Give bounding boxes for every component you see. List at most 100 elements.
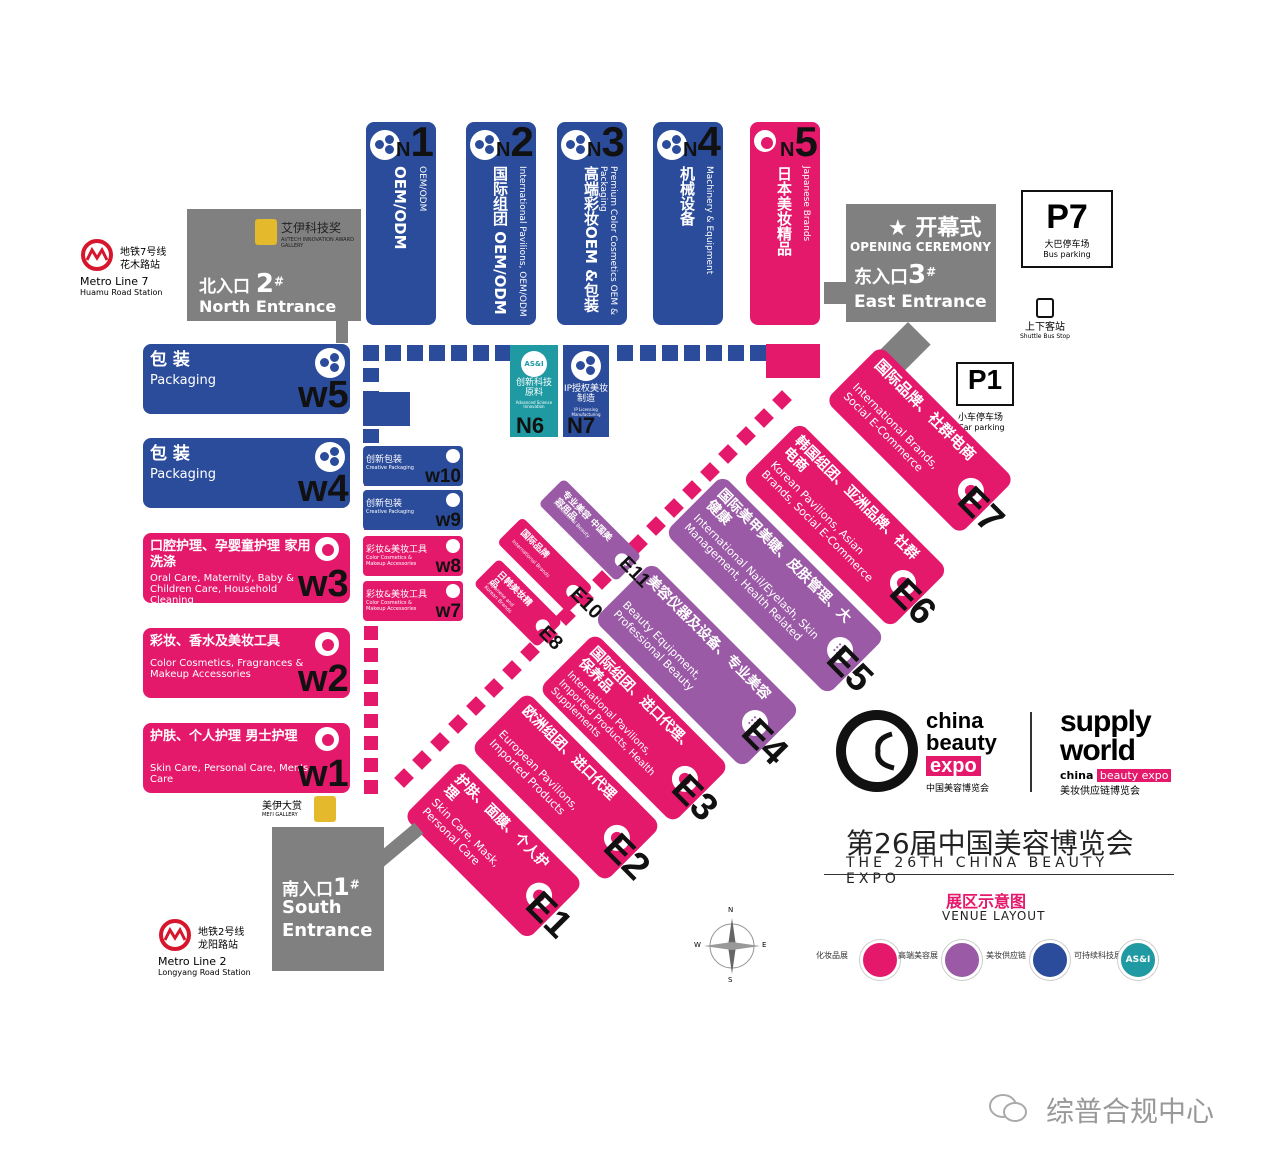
- compass-rose-icon: [704, 918, 760, 974]
- legend-item: 高端美容展: [898, 940, 994, 986]
- metro-line-7: 地铁7号线 花木路站 Metro Line 7 Huamu Road Stati…: [80, 238, 190, 298]
- supply-world-logo-icon: [561, 130, 591, 160]
- wechat-icon: [989, 1094, 1027, 1122]
- walkway-block: [718, 444, 738, 464]
- walkway-block: [364, 714, 378, 728]
- supply-world-logo: supply world china beauty expo 美妆供应链博览会: [1060, 707, 1190, 798]
- hall-number: N5: [780, 118, 818, 165]
- walkway-block: [495, 345, 511, 361]
- north-entrance-connector: [336, 321, 348, 343]
- asi-badge-icon: AS&I: [521, 351, 547, 377]
- legend-badge-icon: AS&I: [1118, 940, 1158, 980]
- hall-n7[interactable]: IP授权美妆制造 IP Licensing Manufacturing N7: [563, 345, 609, 438]
- cbe-mark-icon: [836, 710, 918, 792]
- walkway-block: [364, 626, 378, 640]
- walkway-block: [451, 345, 467, 361]
- walkway-block: [640, 345, 656, 361]
- hall-number: N3: [587, 118, 625, 165]
- gallery-logo-icon: [314, 796, 336, 822]
- walkway-block: [364, 736, 378, 750]
- walkway-block: [394, 768, 414, 788]
- hall-logo-icon: [446, 493, 460, 507]
- venue-title: 展区示意图: [946, 892, 1027, 911]
- supply-world-logo-icon: [571, 351, 601, 381]
- legend-item: 美妆供应链: [986, 940, 1082, 986]
- walkway-block: [429, 345, 445, 361]
- hall-logo-icon: [446, 539, 460, 553]
- hall-number: w4: [298, 468, 349, 510]
- walkway-block: [728, 345, 744, 361]
- parking-p1: P1: [956, 362, 1014, 406]
- bus-icon: [1036, 298, 1054, 318]
- walkway-block: [466, 696, 486, 716]
- legend-item: 化妆品展: [816, 940, 912, 986]
- metro-icon: [159, 919, 191, 951]
- legend-badge-icon: [860, 940, 900, 980]
- expo-subtitle: THE 26TH CHINA BEAUTY EXPO: [846, 855, 1109, 887]
- walkway-block: [502, 660, 522, 680]
- walkway-block: [364, 670, 378, 684]
- walkway-block: [706, 345, 722, 361]
- walkway-block: [363, 429, 379, 443]
- compass: N S W E: [694, 906, 770, 986]
- legend-badge-icon: [942, 940, 982, 980]
- supply-world-logo-icon: [370, 130, 400, 160]
- supply-world-logo-icon: [657, 130, 687, 160]
- walkway-block: [364, 758, 378, 772]
- shuttle-bus-stop: 上下客站 Shuttle Bus Stop: [1015, 298, 1075, 348]
- walkway-block: [430, 732, 450, 752]
- parking-p7: P7 大巴停车场 Bus parking: [1021, 190, 1113, 268]
- walkway-block: [363, 345, 379, 361]
- walkway-block: [364, 648, 378, 662]
- hall-logo-icon: [446, 449, 460, 463]
- award-logo-icon: [255, 219, 277, 245]
- hall-logo-icon: [446, 584, 460, 598]
- walkway-block: [484, 678, 504, 698]
- hall-n6[interactable]: AS&I 创新科技原料 Advanced Science Innovation …: [510, 345, 558, 438]
- cosmetics-logo-icon: [315, 632, 339, 656]
- watermark: 综普合规中心: [988, 1090, 1248, 1128]
- hall-number: w5: [298, 374, 349, 416]
- walkway-block: [385, 345, 401, 361]
- walkway-block: [684, 345, 700, 361]
- walkway-block: [363, 368, 379, 382]
- east-entrance[interactable]: ★ 开幕式 OPENING CEREMONY 东入口3# East Entran…: [846, 204, 996, 322]
- supply-world-logo-icon: [315, 348, 345, 378]
- walkway-block: [407, 345, 423, 361]
- walkway-block: [448, 714, 468, 734]
- walkway-block: [736, 426, 756, 446]
- metro-line-2: 地铁2号线 龙阳路站 Metro Line 2 Longyang Road St…: [158, 918, 268, 978]
- mei-gallery: 美伊大赏 MEI'I GALLERY: [262, 801, 302, 818]
- hall-number: N2: [496, 118, 534, 165]
- north-entrance[interactable]: 艾伊科技奖 AI/TECH INNOVATION AWARD GALLERY 北…: [187, 209, 361, 321]
- cosmetics-logo-icon: [754, 130, 776, 152]
- legend-badge-icon: [1030, 940, 1070, 980]
- walkway-block: [772, 390, 792, 410]
- walkway-block: [750, 345, 766, 361]
- walkway-block: [364, 780, 378, 794]
- supply-world-logo-icon: [315, 442, 345, 472]
- venue-subtitle: VENUE LAYOUT: [942, 909, 1046, 923]
- hall-number: N4: [683, 118, 721, 165]
- cosmetics-logo-icon: [315, 537, 339, 561]
- expo-title: 第26届中国美容博览会: [846, 827, 1134, 860]
- south-entrance[interactable]: 南入口1# South Entrance: [272, 827, 384, 971]
- walkway-block: [363, 392, 410, 426]
- walkway-block: [364, 692, 378, 706]
- walkway-block: [662, 345, 678, 361]
